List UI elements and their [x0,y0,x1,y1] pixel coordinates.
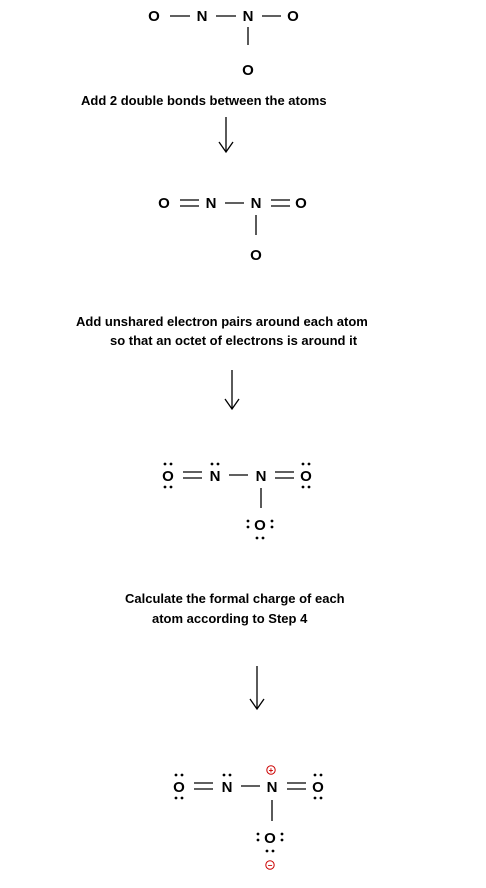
lone-pair-dots [301,462,311,489]
s3-atom-o-left: O [162,468,174,485]
s4-atom-o-right: O [312,779,324,796]
s1-atom-n-left: N [197,8,208,25]
step-2-text-line-2: so that an octet of electrons is around … [110,333,358,348]
s1-atom-n-right: N [243,8,254,25]
s3-atom-o-right: O [300,468,312,485]
step-3-text-line-2: atom according to Step 4 [152,611,308,626]
lone-pair-dots [174,773,184,800]
negative-charge-icon: − [265,860,275,870]
s1-atom-o-bottom: O [242,62,254,79]
structure-formal-charges: O N N + O O − [173,765,324,870]
down-arrow [218,117,234,154]
s3-atom-n-right: N [256,468,267,485]
down-arrow [224,370,240,411]
positive-charge-icon: + [266,765,276,775]
lone-pair-dots [222,773,232,777]
step-3-text-line-1: Calculate the formal charge of each [125,591,345,606]
lone-pair-dots [313,773,323,800]
lone-pair-dots [246,519,274,540]
s2-atom-o-right: O [295,195,307,212]
s2-atom-o-bottom: O [250,247,262,264]
lone-pair-dots [163,462,173,489]
s4-atom-o-left: O [173,779,185,796]
down-arrow [249,666,265,711]
svg-text:−: − [268,861,273,870]
s2-atom-n-left: N [206,195,217,212]
svg-text:+: + [269,766,274,775]
s1-atom-o-right: O [287,8,299,25]
s2-atom-n-right: N [251,195,262,212]
s4-atom-o-bottom: O [264,830,276,847]
s4-atom-n-right: N [267,779,278,796]
s3-atom-o-bottom: O [254,517,266,534]
s1-atom-o-left: O [148,8,160,25]
s2-atom-o-left: O [158,195,170,212]
lone-pair-dots [256,832,284,853]
s3-atom-n-left: N [210,468,221,485]
structure-double-bonds: O N N O O [158,195,307,264]
step-1-text: Add 2 double bonds between the atoms [81,93,327,108]
structure-lone-pairs: O N N O O [162,462,312,540]
step-2-text-line-1: Add unshared electron pairs around each … [76,314,368,329]
structure-skeleton: O N N O O [148,8,299,79]
s4-atom-n-left: N [222,779,233,796]
lone-pair-dots [210,462,220,466]
